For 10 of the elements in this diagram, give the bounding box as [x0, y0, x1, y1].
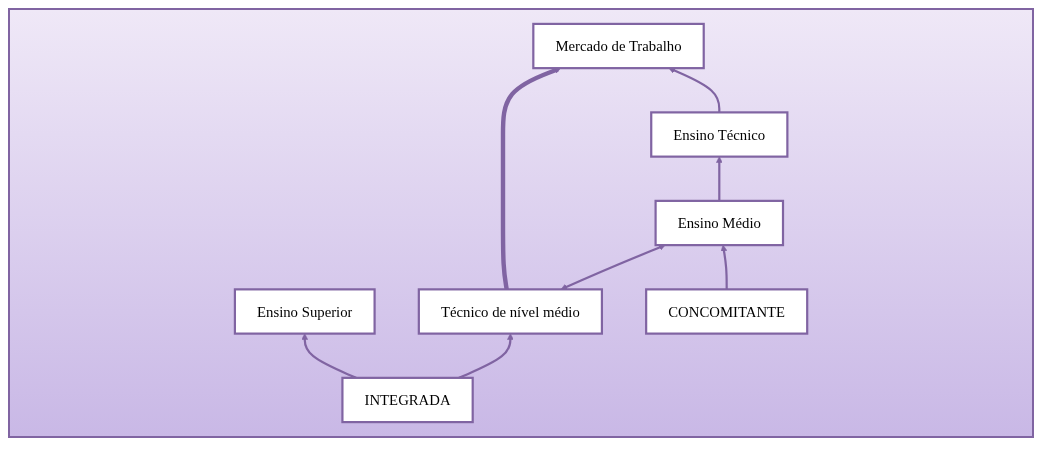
node-box [654, 199, 785, 247]
node-box [532, 22, 705, 70]
node-box [233, 288, 376, 335]
arrow [716, 156, 723, 201]
node-box [645, 288, 809, 335]
node-box [417, 288, 603, 335]
node-box [650, 111, 789, 158]
node-box [341, 376, 474, 424]
arrow [560, 244, 666, 290]
diagram-background: Mercado de Trabalho Ensino Técnico Ensino Médio Ensino Superior Técnico de nível médio CONCOMITANTE INTEGRADA [8, 8, 1034, 438]
